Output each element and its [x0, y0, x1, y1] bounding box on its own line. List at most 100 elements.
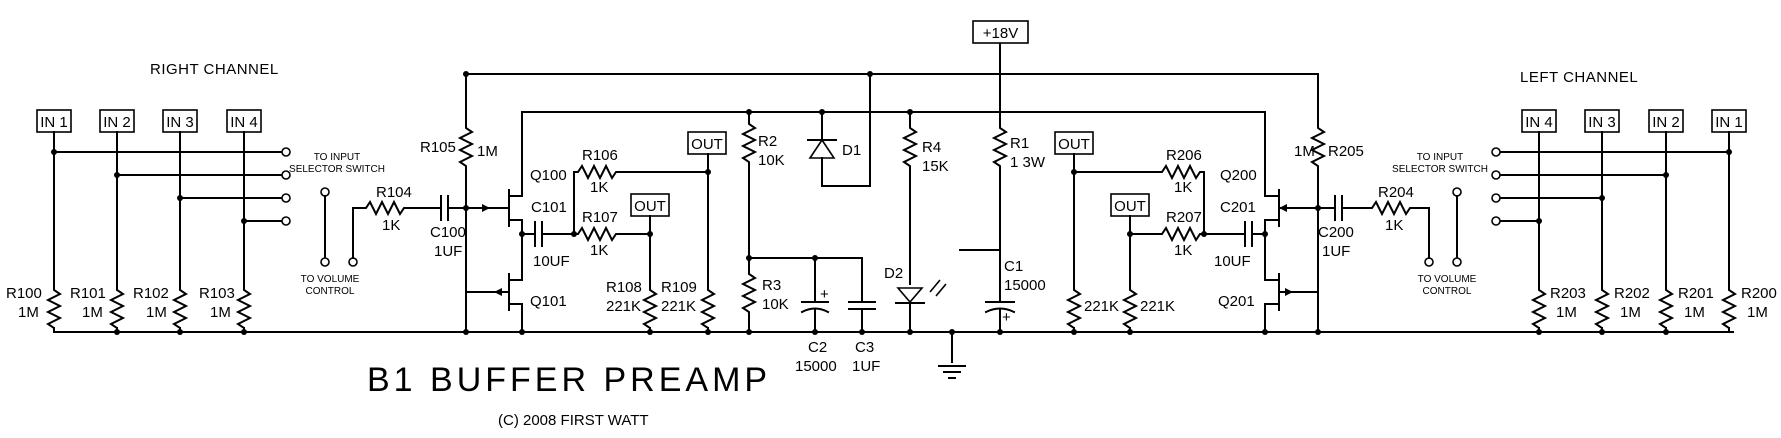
- component-label: IN 3: [1588, 114, 1616, 131]
- component-label: 1UF: [434, 243, 462, 260]
- component-label: R202: [1614, 285, 1650, 302]
- component-label: D2: [884, 265, 903, 282]
- component-label: R201: [1678, 285, 1714, 302]
- component-label: SELECTOR SWITCH: [1392, 164, 1488, 175]
- selector-terminal: [281, 193, 291, 203]
- component-label: 1K: [590, 242, 608, 259]
- component-label: R4: [922, 139, 941, 156]
- component-label: TO INPUT: [1417, 152, 1463, 163]
- component-label: Q101: [530, 293, 567, 310]
- component-label: OUT: [1058, 136, 1090, 153]
- component-label: 10UF: [1214, 253, 1251, 270]
- left-input-in4: IN 4: [1521, 109, 1557, 133]
- component-label: 1M: [18, 304, 39, 321]
- component-label: 221K: [1140, 298, 1175, 315]
- component-label: R103: [199, 285, 235, 302]
- component-label: R101: [70, 285, 106, 302]
- right-output-2: OUT: [630, 193, 670, 217]
- component-label: 10K: [762, 296, 789, 313]
- right-input-in3: IN 3: [162, 109, 198, 133]
- component-label: 15000: [795, 358, 837, 375]
- component-label: 1K: [590, 179, 608, 196]
- component-label: Q200: [1220, 167, 1257, 184]
- power-rail-top: [465, 41, 1319, 75]
- component-label: R102: [133, 285, 169, 302]
- component-label: 15K: [922, 158, 949, 175]
- component-label: 221K: [606, 298, 641, 315]
- component-label: 1M: [1684, 304, 1705, 321]
- component-label: 1M: [210, 304, 231, 321]
- component-label: TO VOLUME: [1418, 274, 1477, 285]
- component-label: IN 1: [40, 114, 68, 131]
- component-label: 1K: [1174, 179, 1192, 196]
- component-label: TO INPUT: [314, 152, 360, 163]
- right-output-1: OUT: [687, 131, 727, 155]
- component-label: R109: [661, 279, 697, 296]
- selector-terminal: [281, 170, 291, 180]
- component-label: IN 2: [103, 114, 131, 131]
- component-label: 1M: [146, 304, 167, 321]
- component-label: C201: [1220, 199, 1256, 216]
- component-label: 10UF: [533, 253, 570, 270]
- component-label: IN 2: [1652, 114, 1680, 131]
- component-label: TO VOLUME: [301, 274, 360, 285]
- component-label: CONTROL: [1423, 286, 1472, 297]
- left-output-1: OUT: [1054, 131, 1094, 155]
- selector-terminal: [281, 147, 291, 157]
- component-label: 10K: [758, 152, 785, 169]
- component-label: Q100: [530, 167, 567, 184]
- right-channel-heading: RIGHT CHANNEL: [150, 61, 279, 78]
- component-label: C100: [430, 224, 466, 241]
- component-label: 1M: [1620, 304, 1641, 321]
- left-input-in2: IN 2: [1648, 109, 1684, 133]
- component-label: IN 3: [166, 114, 194, 131]
- component-label: 15000: [1004, 277, 1046, 294]
- component-label: R2: [758, 133, 777, 150]
- component-label: OUT: [1114, 198, 1146, 215]
- diagram-title: B1 BUFFER PREAMP: [367, 361, 771, 399]
- component-label: 1M: [1294, 143, 1315, 160]
- component-label: R205: [1328, 143, 1364, 160]
- component-label: R107: [582, 209, 618, 226]
- component-label: 1M: [82, 304, 103, 321]
- component-label: 1K: [1385, 217, 1403, 234]
- component-label: R1: [1010, 135, 1029, 152]
- component-label: R104: [376, 184, 412, 201]
- component-label: 1M: [1747, 304, 1768, 321]
- component-label: OUT: [691, 136, 723, 153]
- component-label: 1K: [1174, 242, 1192, 259]
- component-label: 1 3W: [1010, 154, 1046, 171]
- left-output-2: OUT: [1110, 193, 1150, 217]
- left-input-in3: IN 3: [1584, 109, 1620, 133]
- component-label: R106: [582, 147, 618, 164]
- left-input-in1: IN 1: [1711, 109, 1747, 133]
- component-label: 1UF: [852, 358, 880, 375]
- component-label: IN 1: [1715, 114, 1743, 131]
- component-label: R105: [420, 139, 456, 156]
- right-input-in4: IN 4: [226, 109, 262, 133]
- right-channel: RIGHT CHANNEL IN 1 IN 2 IN 3 IN 4: [6, 61, 727, 335]
- component-label: C3: [855, 339, 874, 356]
- component-label: R100: [6, 285, 42, 302]
- component-label: 1UF: [1322, 243, 1350, 260]
- component-label: Q201: [1218, 293, 1255, 310]
- component-label: 1M: [477, 143, 498, 160]
- left-channel-heading: LEFT CHANNEL: [1520, 69, 1638, 86]
- component-label: C200: [1318, 224, 1354, 241]
- component-label: D1: [842, 142, 861, 159]
- copyright-note: (C) 2008 FIRST WATT: [498, 412, 649, 429]
- component-label: R3: [762, 277, 781, 294]
- right-input-in2: IN 2: [99, 109, 135, 133]
- component-label: 221K: [1084, 298, 1119, 315]
- component-label: R200: [1741, 285, 1777, 302]
- component-label: 221K: [661, 298, 696, 315]
- component-label: R206: [1166, 147, 1202, 164]
- component-label: C1: [1004, 258, 1023, 275]
- component-label: IN 4: [230, 114, 258, 131]
- supply-text: +18V: [983, 25, 1018, 42]
- component-label: 1M: [1556, 304, 1577, 321]
- ground-rail: [53, 331, 1734, 379]
- power-supply: R1 1 3W C1 15000 + R2 10K R3 10K D1 + C2…: [521, 73, 1266, 375]
- right-input-in1: IN 1: [36, 109, 72, 133]
